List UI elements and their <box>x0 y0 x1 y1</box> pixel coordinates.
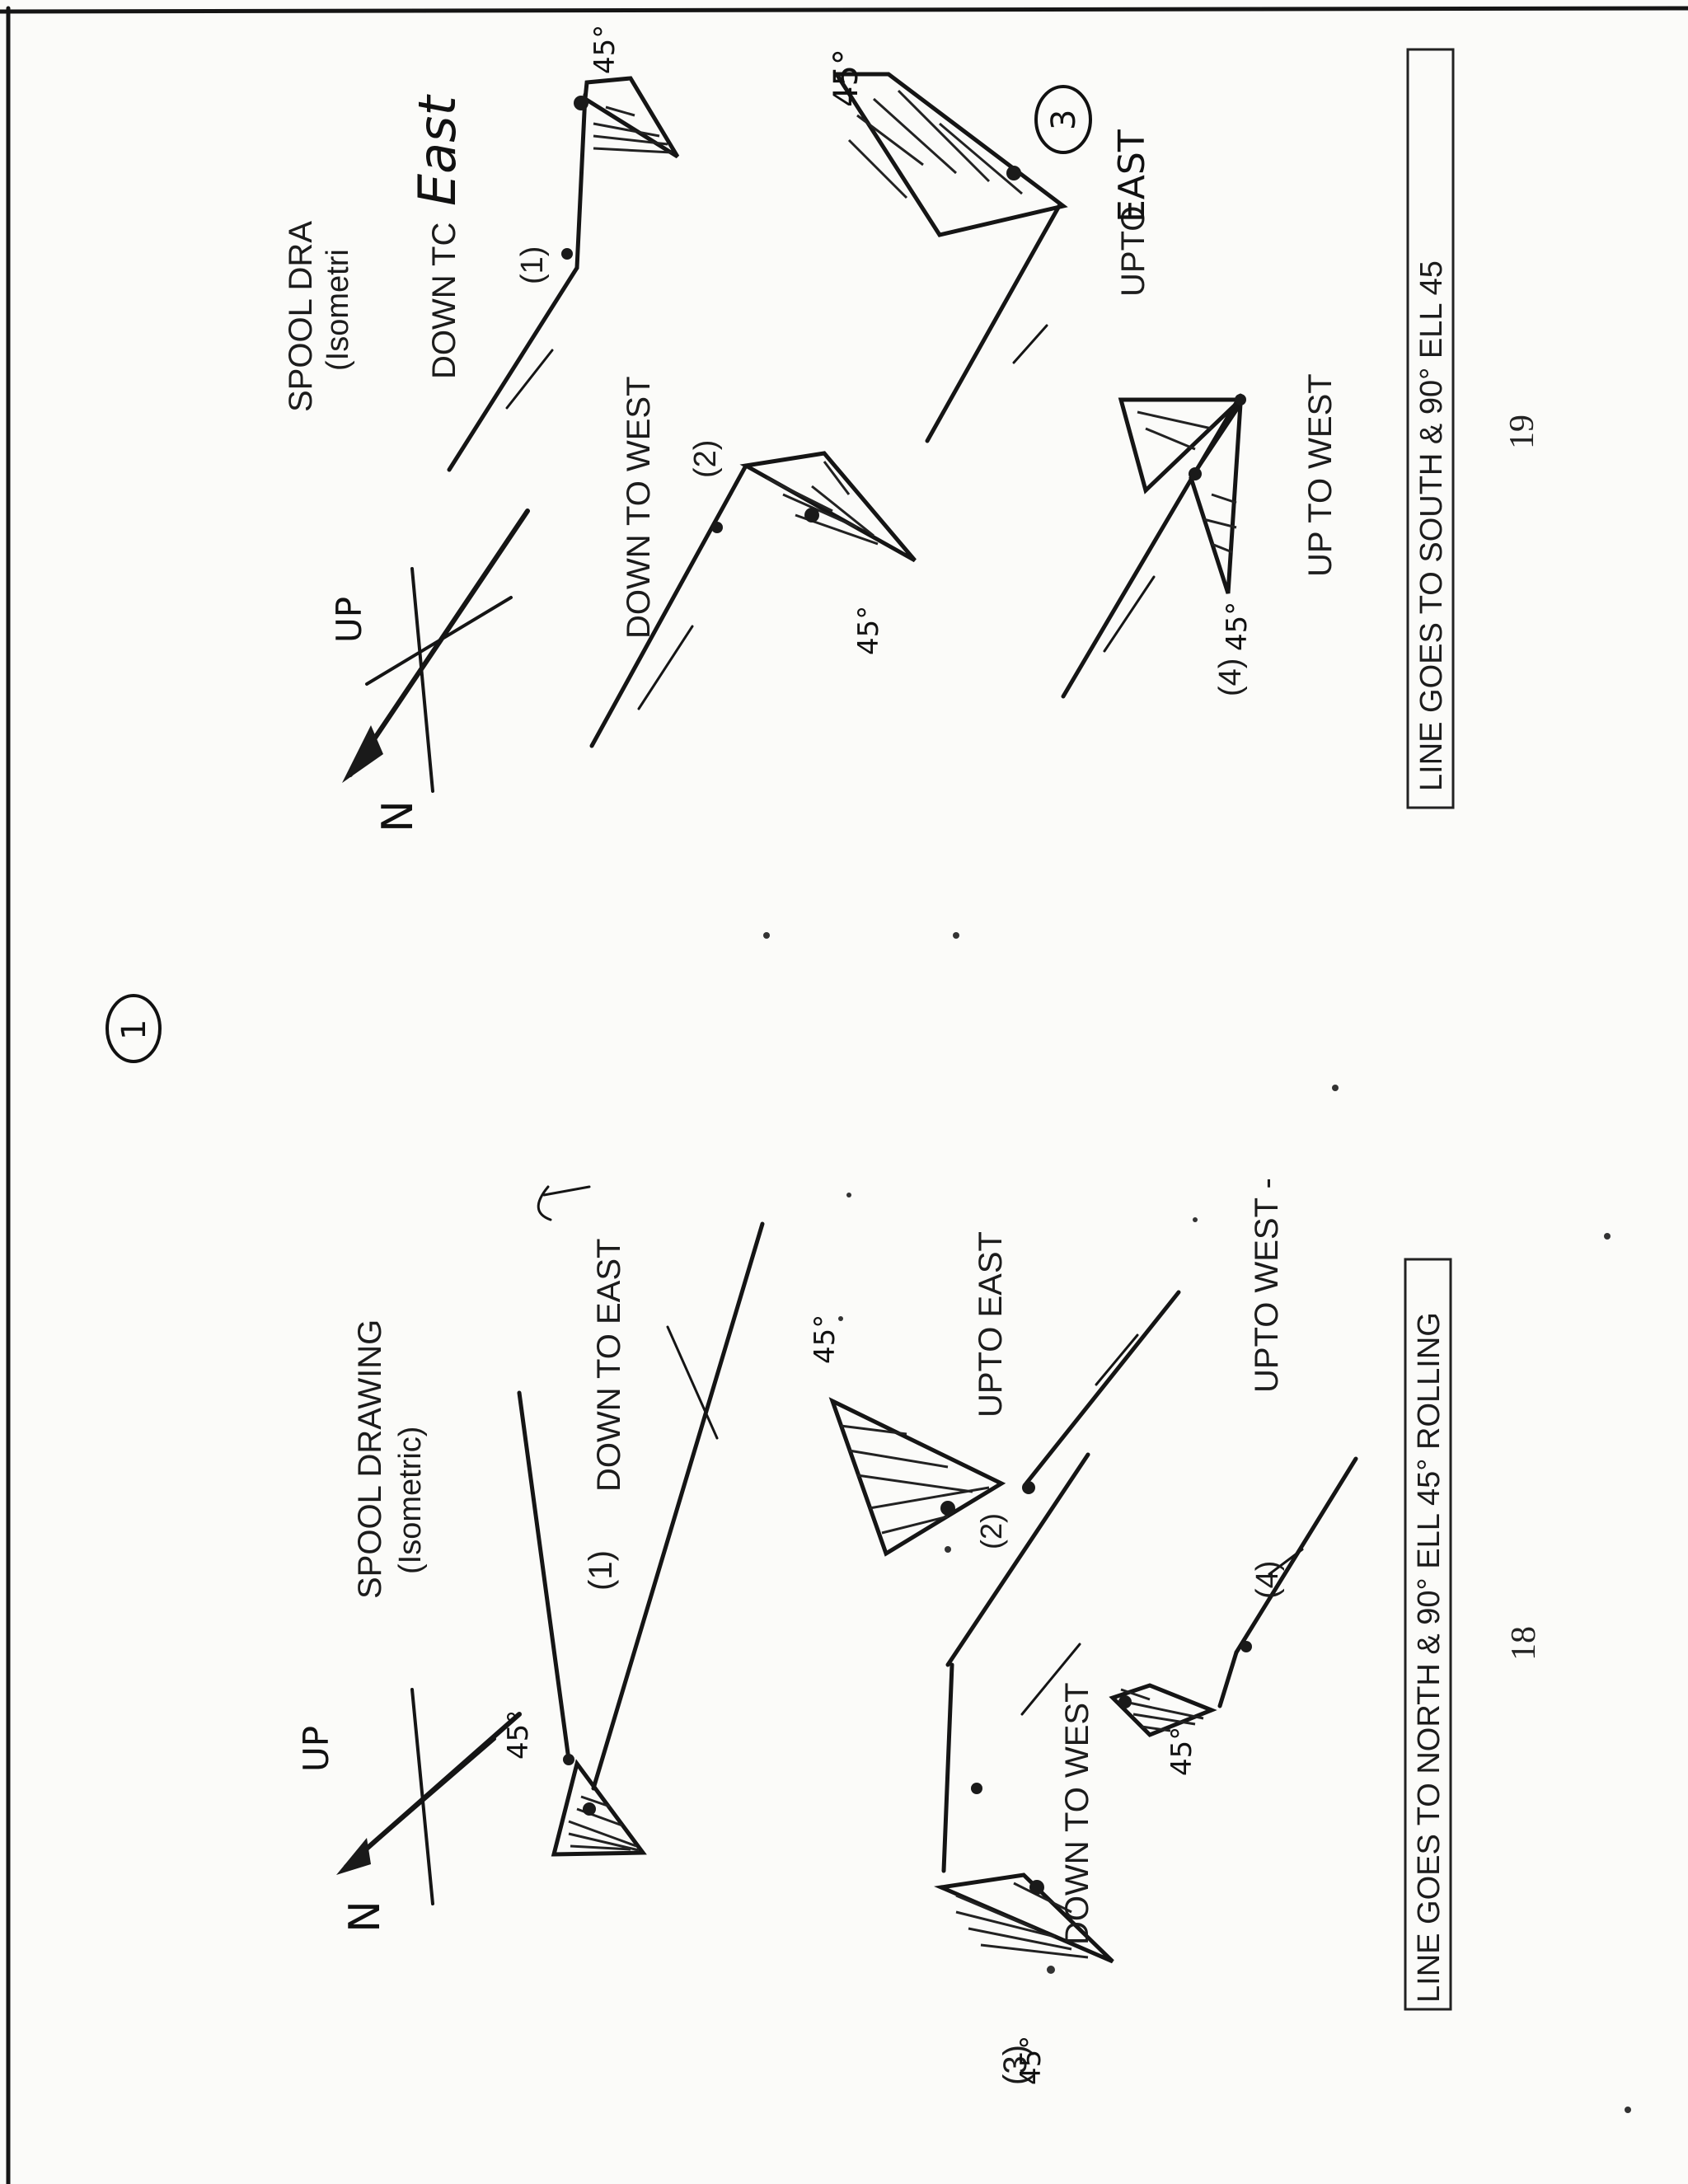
spool-18-3: DOWN TO WEST (3) 45° <box>933 1452 1114 2085</box>
spool-18-1: (1) DOWN TO EAST 45° <box>502 1221 765 1857</box>
center-mark-label: 1 <box>115 1019 153 1040</box>
page-19-title: SPOOL DRA <box>283 221 319 412</box>
item-18-3-num: (3) <box>997 2045 1034 2085</box>
spool-19-2: DOWN TO WEST (2) 45° <box>589 376 917 748</box>
compass-north-label-19: N <box>373 800 423 832</box>
compass-up-label-19: UP <box>329 597 369 643</box>
spool-19-1: DOWN TC East (1) 45° <box>407 25 680 472</box>
spool-18-2: UPTO EAST (2) 45° <box>809 1231 1181 1557</box>
angle-mark-18-1: 45° <box>502 1710 535 1760</box>
item-19-3-num: 3 <box>1045 110 1083 130</box>
item-18-2-label: UPTO EAST <box>973 1231 1009 1418</box>
item-18-1-label: DOWN TO EAST <box>591 1239 627 1492</box>
caption-box-18 <box>1404 1258 1452 2011</box>
page-number-19: 19 <box>1503 415 1541 449</box>
item-19-1-num: (1) <box>515 246 550 284</box>
angle-mark-18-3: 45° <box>1015 2036 1048 2085</box>
item-18-4-num: (4) <box>1250 1561 1285 1599</box>
item-19-1-label-hand: East <box>407 94 467 206</box>
caption-19: LINE GOES TO SOUTH & 90° ELL 45 <box>1414 260 1449 791</box>
item-19-1-label-prefix: DOWN TC <box>426 223 462 379</box>
caption-box-19 <box>1406 48 1455 809</box>
page-18: UP N SPOOL DRAWING (Isometric) (1) DOWN … <box>296 1178 1543 2085</box>
item-19-4-num: (4) <box>1213 658 1248 696</box>
stray-mark <box>537 1185 591 1221</box>
angle-mark-18-4: 45° <box>1165 1727 1198 1776</box>
north-arrow-icon <box>336 1838 371 1875</box>
item-19-3-label-prefix: UPTO <box>1115 206 1151 297</box>
page-19-subtitle: (Isometri <box>321 249 355 371</box>
angle-mark-19-3: 45° <box>828 49 865 107</box>
top-scan-edge <box>0 6 1688 14</box>
item-18-3-label: DOWN TO WEST <box>1059 1682 1095 1945</box>
page-18-title: SPOOL DRAWING <box>352 1319 388 1599</box>
spool-18-4: UPTO WEST - (4) 45° <box>1109 1178 1358 1776</box>
angle-mark-18-2: 45° <box>809 1315 842 1364</box>
scan-specks <box>763 932 1631 2113</box>
compass-18: UP N <box>296 1688 522 1933</box>
item-18-2-num: (2) <box>974 1513 1008 1549</box>
page-19: UP N SPOOL DRA (Isometri DOWN TC East (1… <box>283 25 1541 832</box>
angle-mark-19-1: 45° <box>588 25 621 74</box>
center-circle-mark <box>106 994 162 1063</box>
item-19-3-label-hand: EAST <box>1111 129 1153 223</box>
compass-19: UP N <box>329 509 530 832</box>
north-arrow-icon <box>342 725 383 783</box>
angle-mark-19-2: 45° <box>852 606 885 655</box>
page-18-subtitle: (Isometric) <box>393 1427 428 1574</box>
spool-19-3: 3 UPTO EAST 45° <box>828 49 1153 443</box>
compass-north-label: N <box>340 1900 390 1933</box>
spool-19-4: UP TO WEST (4) 45° <box>1061 373 1339 699</box>
page-number-18: 18 <box>1505 1626 1543 1661</box>
item-18-4-label: UPTO WEST - <box>1249 1178 1285 1393</box>
item-19-2-num: (2) <box>688 440 723 478</box>
item-18-1-num: (1) <box>583 1550 619 1591</box>
item-19-4-label: UP TO WEST <box>1302 373 1339 577</box>
angle-mark-19-4: 45° <box>1221 602 1254 651</box>
compass-up-label: UP <box>296 1726 336 1772</box>
caption-18: LINE GOES TO NORTH & 90° ELL 45° ROLLING <box>1412 1312 1447 2003</box>
item-19-2-label: DOWN TO WEST <box>621 376 657 639</box>
